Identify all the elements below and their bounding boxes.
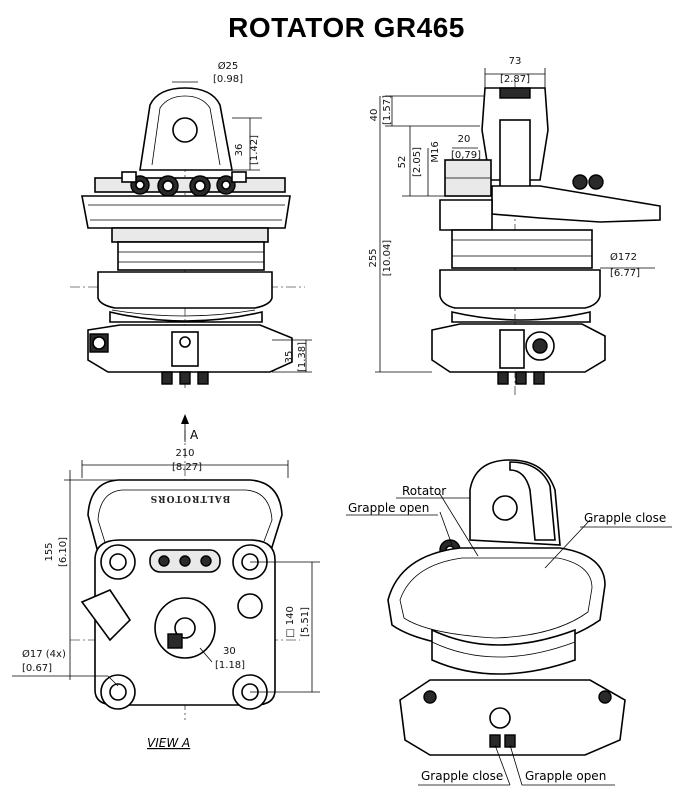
label-grapple-open-bottom: Grapple open (525, 769, 606, 783)
dim-width-in: [8.27] (172, 462, 202, 473)
label-rotator: Rotator (402, 484, 446, 498)
dim-depth: 155 (44, 542, 55, 561)
dim-port-w-in: [0,79] (451, 150, 481, 161)
dim-pin-dia: Ø25 (218, 60, 239, 72)
dim-port-h-in: [2.05] (412, 147, 423, 177)
dim-hole-dia-in: [0.67] (22, 663, 52, 674)
dim-width-top: 73 (509, 56, 522, 67)
pin-hole (172, 117, 198, 143)
dim-pin-dia-in: [0.98] (213, 74, 243, 85)
brand-marking: BALTROTORS (150, 493, 231, 503)
view-arrow-label: A (190, 428, 199, 442)
dim-bolt-square-in: [5.51] (300, 607, 311, 637)
dim-top-h: 40 (369, 109, 380, 122)
side-view (375, 68, 661, 395)
dim-width: 210 (175, 448, 194, 459)
dim-base-height: 35 (284, 351, 295, 364)
dim-depth-in: [6.10] (58, 537, 69, 567)
dim-offset: 30 (223, 646, 236, 657)
drawing-title: ROTATOR GR465 (228, 12, 465, 43)
isometric-view (346, 459, 672, 786)
dim-body-dia: Ø172 (610, 251, 637, 263)
dim-port-w: 20 (458, 134, 471, 145)
dim-body-dia-in: [6.77] (610, 268, 640, 279)
front-view (70, 81, 312, 390)
label-grapple-open-top: Grapple open (348, 501, 429, 515)
dim-port-h: 52 (397, 156, 408, 169)
dim-offset-in: [1.18] (215, 660, 245, 671)
label-grapple-close-bottom: Grapple close (421, 769, 503, 783)
dim-hole-dia: Ø17 (4x) (22, 648, 66, 660)
dim-width-top-in: [2.87] (500, 74, 530, 85)
dim-pin-height-in: [1.42] (249, 135, 260, 165)
dim-top-h-in: [1.57] (382, 95, 393, 125)
view-caption: VIEW A (147, 736, 190, 750)
bottom-view (12, 414, 320, 720)
label-grapple-close-top: Grapple close (584, 511, 666, 525)
dim-base-height-in: [1.38] (297, 342, 308, 372)
dim-thread: M16 (430, 141, 441, 162)
dim-bolt-square: □ 140 (285, 606, 296, 638)
dim-total-h-in: [10.04] (382, 240, 393, 277)
dim-pin-height: 36 (234, 144, 245, 157)
dim-total-h: 255 (368, 248, 379, 267)
